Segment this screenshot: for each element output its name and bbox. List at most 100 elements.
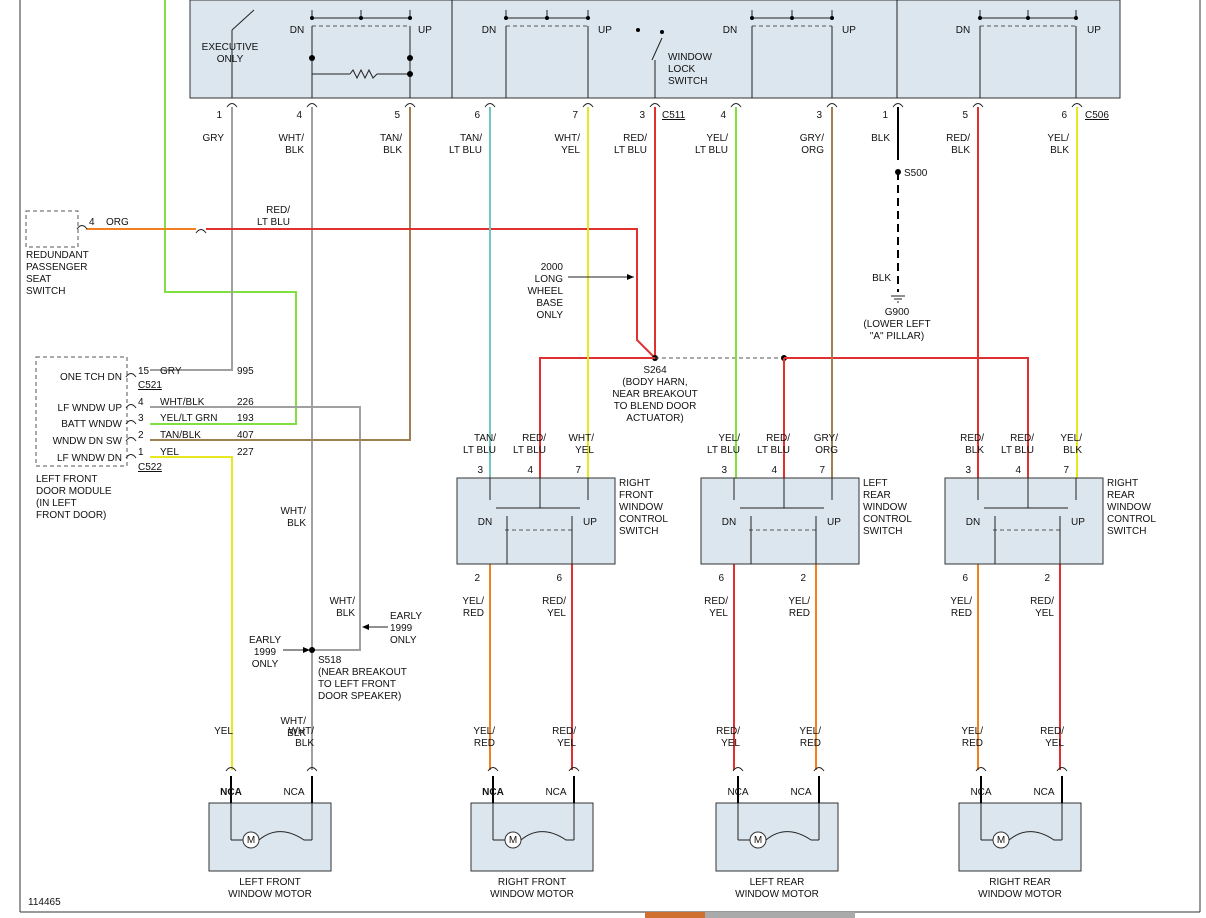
wire-color-label: BLK	[285, 145, 304, 156]
motor-label: WINDOW MOTOR	[978, 889, 1062, 900]
pin-number: 6	[474, 110, 480, 121]
exec-blade	[231, 9, 255, 31]
motor-body	[958, 802, 1082, 872]
switch-contact-dot	[310, 16, 314, 20]
nca-label: NCA	[482, 787, 504, 798]
wire-color-label: GRY	[160, 366, 182, 377]
motor-winding	[1008, 831, 1062, 841]
wire-color-label: YEL	[1045, 738, 1064, 749]
top-connector-pin	[226, 103, 238, 108]
redundant-seat-switch-label: SWITCH	[26, 286, 65, 297]
wire-color-label: RED/	[1030, 596, 1054, 607]
switch-body	[700, 477, 860, 565]
switch-contact-dot	[1026, 16, 1030, 20]
wire-color-label: RED	[789, 608, 810, 619]
wire-color-label: RED/	[542, 596, 566, 607]
wire-color-label: RED	[951, 608, 972, 619]
note-2000-lwb: LONG	[535, 274, 564, 285]
nca-label: NCA	[790, 787, 811, 798]
note-2000-lwb: BASE	[536, 298, 563, 309]
wire-color-label: WHT/BLK	[160, 397, 205, 408]
early-1999-note: EARLY	[249, 635, 281, 646]
window-motor: M	[715, 767, 839, 872]
wire-color-label: RED	[962, 738, 983, 749]
connector-symbol	[125, 373, 137, 378]
wire-color-label: YEL/	[950, 596, 972, 607]
connector-symbol	[125, 454, 137, 459]
up-label: UP	[418, 25, 432, 36]
window-lock-switch-label: WINDOW	[668, 52, 712, 63]
wire-color-label: RED/	[1010, 433, 1034, 444]
connector-c506: C506	[1085, 110, 1109, 121]
wire-color-label: WHT/	[280, 716, 306, 727]
wire-color-label: WHT/	[278, 133, 304, 144]
window-control-switch	[700, 477, 860, 565]
wire-color-label: WHT/	[280, 506, 306, 517]
window-lock-switch-label: LOCK	[668, 64, 696, 75]
motor-label: WINDOW MOTOR	[490, 889, 574, 900]
pin-number: 3	[965, 465, 971, 476]
window-control-switch	[944, 477, 1104, 565]
s518-dot	[309, 647, 315, 653]
g900-label: (LOWER LEFT	[863, 319, 930, 330]
switch-contact-dot	[750, 16, 754, 20]
s518-label: DOOR SPEAKER)	[318, 691, 401, 702]
top-connector-pin	[892, 103, 904, 108]
pin-number: 7	[1063, 465, 1069, 476]
wire-color-label: WHT/	[568, 433, 594, 444]
wire-color-label: RED/	[266, 205, 290, 216]
wire-color-label: GRY/	[800, 133, 824, 144]
wire-color-label: RED/	[716, 726, 740, 737]
wire-color-label: YEL/	[462, 596, 484, 607]
wire-color-label: ORG	[106, 217, 129, 228]
wire-color-label: LT BLU	[513, 445, 546, 456]
wire-color-label: YEL/	[718, 433, 740, 444]
pin-number: 15	[138, 366, 150, 377]
pin-number: 7	[819, 465, 825, 476]
motor-connector	[225, 767, 237, 772]
pin-number: 2	[474, 573, 480, 584]
nca-label: NCA	[1033, 787, 1054, 798]
motor-label: RIGHT FRONT	[498, 877, 566, 888]
switch-label: CONTROL	[619, 514, 668, 525]
connector-symbol	[125, 420, 137, 425]
circuit-number: 193	[237, 413, 254, 424]
wire-color-label: BLK	[336, 608, 355, 619]
wire-wndw-dn-sw	[150, 107, 411, 441]
pin-number: 2	[800, 573, 806, 584]
wire-color-label: BLK	[872, 273, 891, 284]
wire-color-label: ORG	[815, 445, 838, 456]
pin-number: 3	[721, 465, 727, 476]
pin-number: 3	[477, 465, 483, 476]
lock-switch-contact	[660, 30, 664, 34]
module-pin-name: LF WNDW UP	[58, 403, 123, 414]
motor-winding	[520, 831, 574, 841]
note-2000-lwb: WHEEL	[527, 286, 563, 297]
note-2000-lwb: 2000	[541, 262, 564, 273]
motor-connector	[732, 767, 744, 772]
switch-contact-dot	[504, 16, 508, 20]
wire-color-label: RED	[800, 738, 821, 749]
wire-color-label: RED	[463, 608, 484, 619]
window-motor: M	[470, 767, 594, 872]
wire-color-label: LT BLU	[695, 145, 728, 156]
window-control-switch	[456, 477, 616, 565]
wire-color-label: BLK	[871, 133, 890, 144]
up-label: UP	[842, 25, 856, 36]
pin-number: 1	[882, 110, 888, 121]
switch-label: SWITCH	[863, 526, 902, 537]
dn-label: DN	[482, 25, 496, 36]
pin-number: 6	[556, 573, 562, 584]
top-connector-pin	[826, 103, 838, 108]
lf-door-module-box	[35, 356, 128, 467]
note-arrowhead	[627, 274, 634, 280]
dn-label: DN	[478, 517, 492, 528]
redundant-seat-switch-box	[25, 210, 79, 248]
motor-winding	[258, 831, 312, 841]
wire-color-label: LT BLU	[463, 445, 496, 456]
wire-color-label: LT BLU	[1001, 445, 1034, 456]
switch-contact-dot	[545, 16, 549, 20]
wire-color-label: GRY/	[814, 433, 838, 444]
inline-connector	[195, 229, 207, 234]
